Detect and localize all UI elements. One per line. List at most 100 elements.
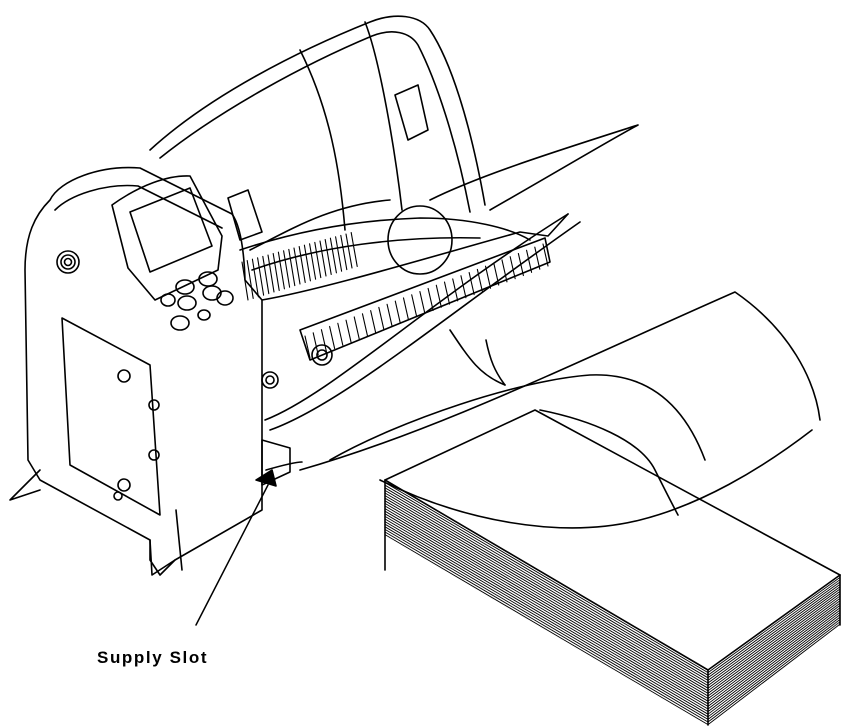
print-head-rib — [345, 319, 352, 343]
stack-sheet-edge — [384, 505, 709, 697]
stack-sheet-edge — [384, 497, 709, 689]
print-head-rib — [361, 313, 368, 337]
stack-sheet-edge — [384, 487, 709, 679]
stack-sheet-edge — [384, 500, 709, 692]
keypad-button — [177, 295, 197, 311]
roll-rib — [257, 257, 265, 296]
print-head-rib — [329, 325, 336, 350]
roll-rib — [251, 258, 259, 298]
stack-sheet-edge — [384, 482, 709, 674]
roll-rib — [272, 253, 280, 291]
stack-sheet-edge — [384, 534, 709, 726]
roll-rib — [277, 251, 285, 290]
roll-rib — [288, 248, 296, 287]
keypad-button — [202, 285, 222, 301]
stack-sheet-edge — [707, 597, 841, 697]
roll-rib — [267, 254, 275, 293]
roll-rib — [319, 240, 327, 277]
stack-sheet-edge — [707, 616, 841, 718]
roll-rib — [246, 260, 254, 299]
stack-sheet-edge — [707, 611, 841, 713]
stack-sheet-edge — [707, 593, 841, 692]
stack-sheet-edge — [707, 588, 841, 687]
print-head-rib — [443, 281, 451, 305]
roll-rib — [309, 243, 317, 280]
supply-slot-leader — [195, 484, 269, 626]
keypad-button — [160, 293, 176, 307]
roll-rib — [303, 244, 311, 282]
print-head-rib — [517, 252, 524, 277]
stack-sheet-edge — [384, 523, 709, 715]
stack-sheet-edge — [384, 508, 709, 700]
paper-web — [299, 124, 821, 529]
roll-rib — [298, 246, 306, 283]
stack-sheet-edge — [707, 614, 841, 715]
print-head-rib — [353, 316, 360, 340]
print-head-rib — [394, 300, 401, 324]
roll-rib — [262, 255, 270, 295]
roll-rib — [350, 232, 358, 267]
stack-sheet-edge — [707, 609, 841, 710]
print-head-rib — [411, 294, 418, 318]
keypad-button — [170, 315, 190, 331]
print-head-rib — [534, 246, 541, 270]
print-head-rib — [402, 297, 410, 321]
stack-sheet-edge — [707, 600, 841, 700]
print-head-rib — [386, 303, 393, 327]
paper-stack — [384, 409, 841, 726]
keypad-button — [197, 309, 211, 321]
stack-sheet-edge — [384, 484, 709, 676]
print-head-rib — [468, 272, 475, 296]
stack-sheet-edge — [384, 518, 709, 710]
print-head-rib — [485, 265, 492, 289]
print-head-rib — [542, 243, 549, 267]
print-head-rib — [501, 259, 508, 283]
roll-rib — [324, 239, 332, 275]
roll-rib — [329, 237, 337, 274]
stack-sheet-edge — [707, 583, 841, 681]
print-head-rib — [320, 329, 327, 353]
stack-sheet-edge — [384, 510, 709, 702]
print-head-rib — [493, 262, 500, 286]
stack-sheet-edge — [384, 515, 709, 707]
printer-front-body — [9, 166, 263, 576]
stack-sheet-edge — [707, 607, 841, 707]
print-head-rib — [427, 287, 434, 311]
print-head-rib — [526, 249, 533, 273]
print-head-rib — [476, 268, 483, 292]
stack-sheet-edge — [707, 604, 841, 705]
roll-rib — [241, 261, 249, 301]
print-head-rib — [460, 275, 467, 299]
roll-rib — [340, 234, 348, 271]
display-screen — [129, 187, 213, 273]
stack-sheet-edge — [384, 526, 709, 718]
print-head-rib — [435, 284, 442, 308]
roll-rib — [335, 236, 343, 272]
stack-sheet-edge — [384, 495, 709, 687]
keypad-button — [175, 279, 195, 295]
stack-sheet-edge — [707, 586, 841, 684]
print-head-rib — [419, 291, 426, 315]
stack-sheet-edge — [707, 581, 841, 679]
stack-sheet-edge — [384, 513, 709, 705]
supply-roll — [239, 199, 531, 301]
stack-sheet-edge — [384, 528, 709, 720]
stack-sheet-edge — [707, 621, 841, 723]
stack-sheet-edge — [707, 576, 841, 674]
stack-sheet-edge — [384, 521, 709, 713]
stack-sheet-edge — [707, 590, 841, 689]
keypad-button — [216, 290, 234, 306]
stack-sheet-edge — [707, 623, 841, 726]
stack-sheet-edge — [384, 492, 709, 684]
roll-rib — [283, 250, 291, 288]
stack-sheet-edge — [384, 502, 709, 694]
print-head-rib — [509, 256, 516, 280]
print-head-rib — [378, 306, 385, 330]
stack-sheet-edge — [707, 579, 841, 676]
print-head-rib — [312, 332, 319, 356]
supply-slot — [255, 439, 303, 487]
print-head-rib — [452, 278, 459, 302]
control-panel — [111, 175, 234, 331]
